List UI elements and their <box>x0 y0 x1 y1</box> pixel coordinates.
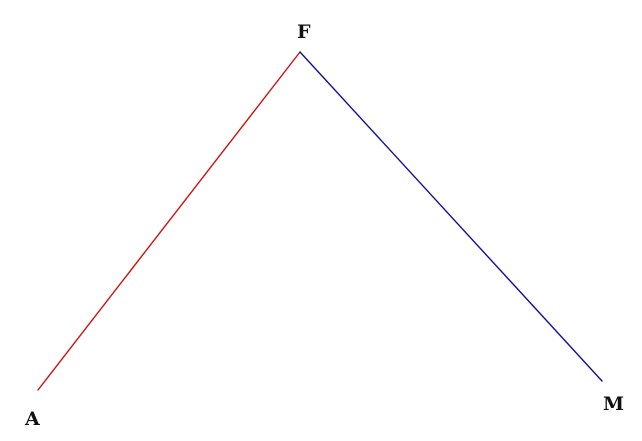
segment-fm <box>299 51 603 382</box>
point-label-a: A <box>24 408 40 430</box>
point-label-m: M <box>603 393 624 415</box>
segment-af <box>37 51 301 391</box>
point-label-f: F <box>297 21 311 43</box>
